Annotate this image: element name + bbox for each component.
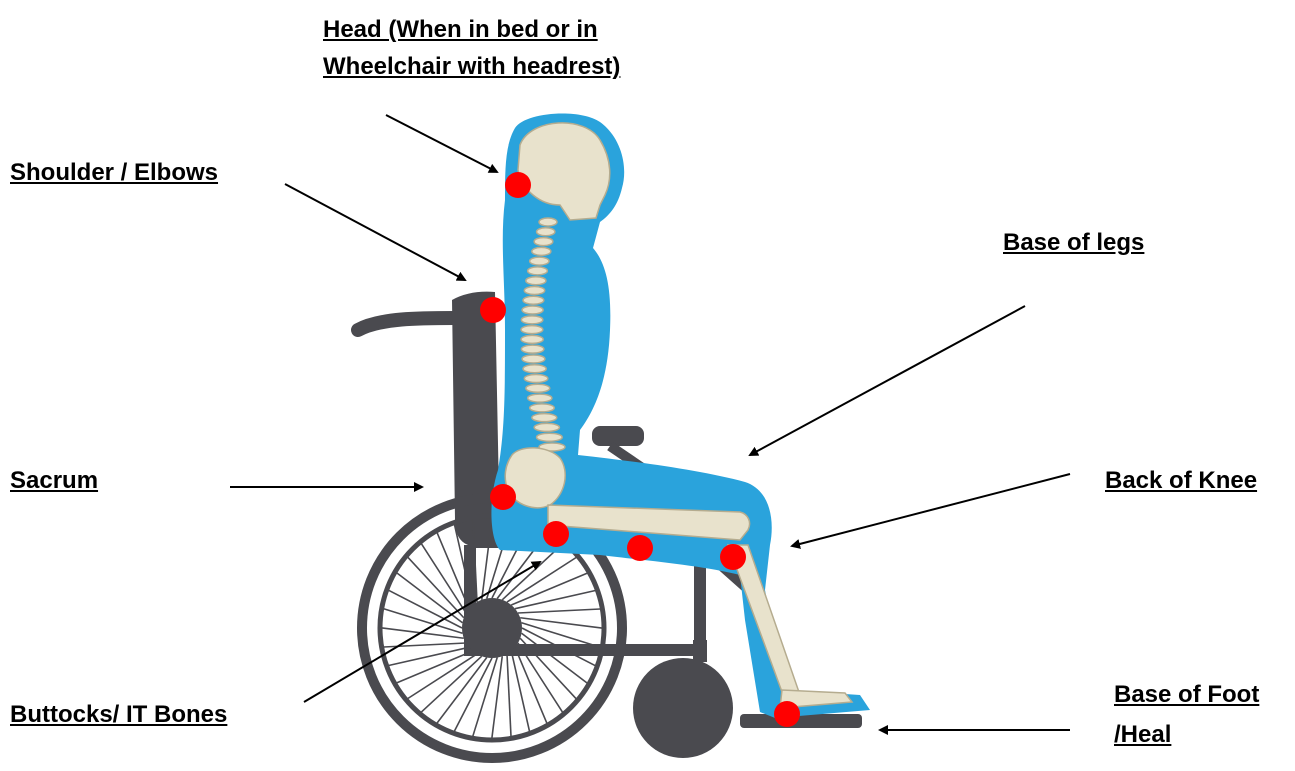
vertebra	[521, 316, 542, 324]
vertebra	[522, 355, 545, 363]
label-base-of-foot-line2: /Heal	[1114, 718, 1171, 752]
vertebra	[532, 414, 557, 422]
vertebra	[524, 286, 544, 294]
vertebra	[522, 306, 543, 314]
arrow-shoulder	[285, 184, 465, 280]
vertebra	[521, 345, 544, 353]
arrow-base-of-legs	[750, 306, 1025, 455]
label-base-of-foot-line1: Base of Foot	[1114, 678, 1259, 712]
annotation-arrows	[230, 115, 1070, 730]
vertebra	[539, 218, 557, 226]
vertebra	[528, 394, 552, 402]
vertebra	[537, 433, 563, 441]
vertebra	[534, 423, 559, 431]
vertebra	[532, 247, 551, 255]
wheel-spoke	[518, 609, 600, 613]
wheel-spoke	[511, 651, 529, 731]
wheel-spoke	[507, 654, 511, 736]
pressure-point-thigh	[627, 535, 653, 561]
vertebra	[521, 326, 543, 334]
pressure-point-knee	[720, 544, 746, 570]
label-buttocks-it-bones: Buttocks/ IT Bones	[10, 698, 227, 732]
arrow-head	[386, 115, 497, 172]
vertebra	[530, 257, 549, 265]
vertebra	[526, 277, 546, 285]
vertebra	[523, 296, 544, 304]
vertebra	[534, 238, 553, 246]
label-sacrum: Sacrum	[10, 464, 98, 498]
vertebra	[530, 404, 555, 412]
pressure-point-sacrum	[490, 484, 516, 510]
vertebra	[524, 375, 548, 383]
caster-wheel	[633, 658, 733, 758]
vertebra	[523, 365, 546, 373]
footplate	[740, 714, 862, 728]
pressure-point-heel	[774, 701, 800, 727]
label-head-line2: Wheelchair with headrest)	[323, 50, 620, 84]
pressure-point-it-bones	[543, 521, 569, 547]
vertebra	[528, 267, 548, 275]
label-back-of-knee: Back of Knee	[1105, 464, 1257, 498]
vertebra	[521, 335, 543, 343]
armrest	[592, 426, 644, 446]
vertebra	[537, 228, 555, 236]
pressure-point-head	[505, 172, 531, 198]
pressure-point-shoulder	[480, 297, 506, 323]
vertebra	[526, 384, 550, 392]
label-base-of-legs: Base of legs	[1003, 226, 1144, 260]
wheel-spoke	[389, 647, 469, 665]
arrow-back-of-knee	[792, 474, 1070, 546]
wheel-hub	[462, 598, 522, 658]
wheel-spoke	[515, 590, 595, 608]
label-head-line1: Head (When in bed or in	[323, 13, 598, 47]
push-handle	[358, 318, 455, 330]
label-shoulder-elbows: Shoulder / Elbows	[10, 156, 218, 190]
